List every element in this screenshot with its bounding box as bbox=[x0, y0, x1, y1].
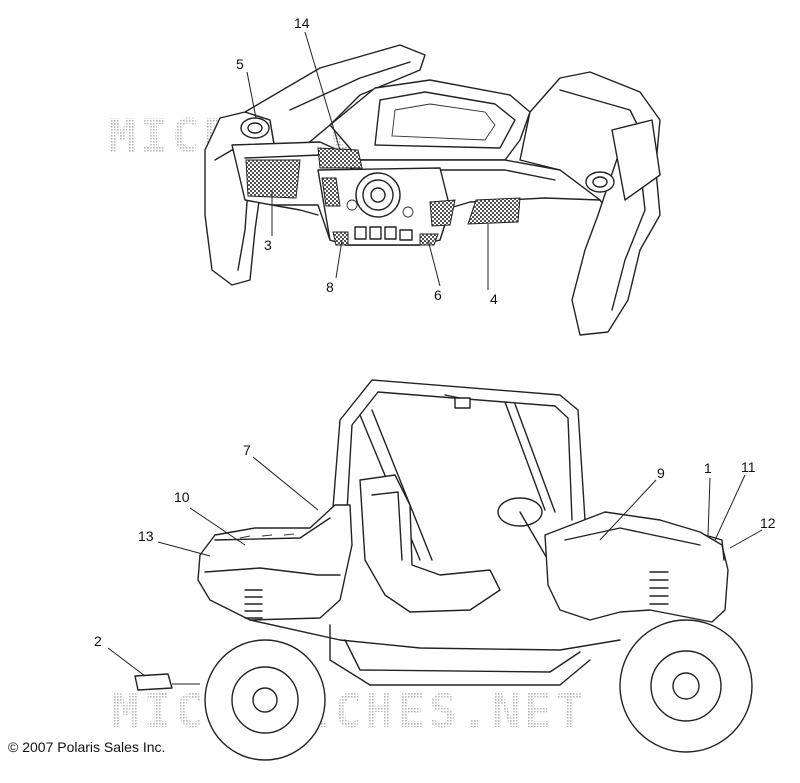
callout-12: 12 bbox=[760, 515, 776, 531]
callout-7: 7 bbox=[243, 442, 251, 458]
callout-14: 14 bbox=[294, 15, 310, 31]
callout-3: 3 bbox=[264, 237, 272, 253]
callout-11: 11 bbox=[741, 459, 756, 475]
callout-10: 10 bbox=[174, 489, 190, 505]
callout-9: 9 bbox=[657, 465, 665, 481]
callout-8: 8 bbox=[326, 279, 334, 295]
watermark-bottom: MICROFICHES.NET bbox=[112, 684, 587, 738]
copyright-notice: © 2007 Polaris Sales Inc. bbox=[8, 739, 166, 755]
callout-2: 2 bbox=[94, 633, 102, 649]
vehicle-side-view bbox=[134, 379, 753, 761]
callout-13: 13 bbox=[138, 528, 154, 544]
callout-6: 6 bbox=[434, 287, 442, 303]
dashboard-assembly bbox=[204, 44, 661, 336]
callout-4: 4 bbox=[490, 291, 498, 307]
callout-5: 5 bbox=[236, 56, 244, 72]
callout-1: 1 bbox=[704, 460, 712, 476]
leader-lines bbox=[107, 31, 763, 685]
